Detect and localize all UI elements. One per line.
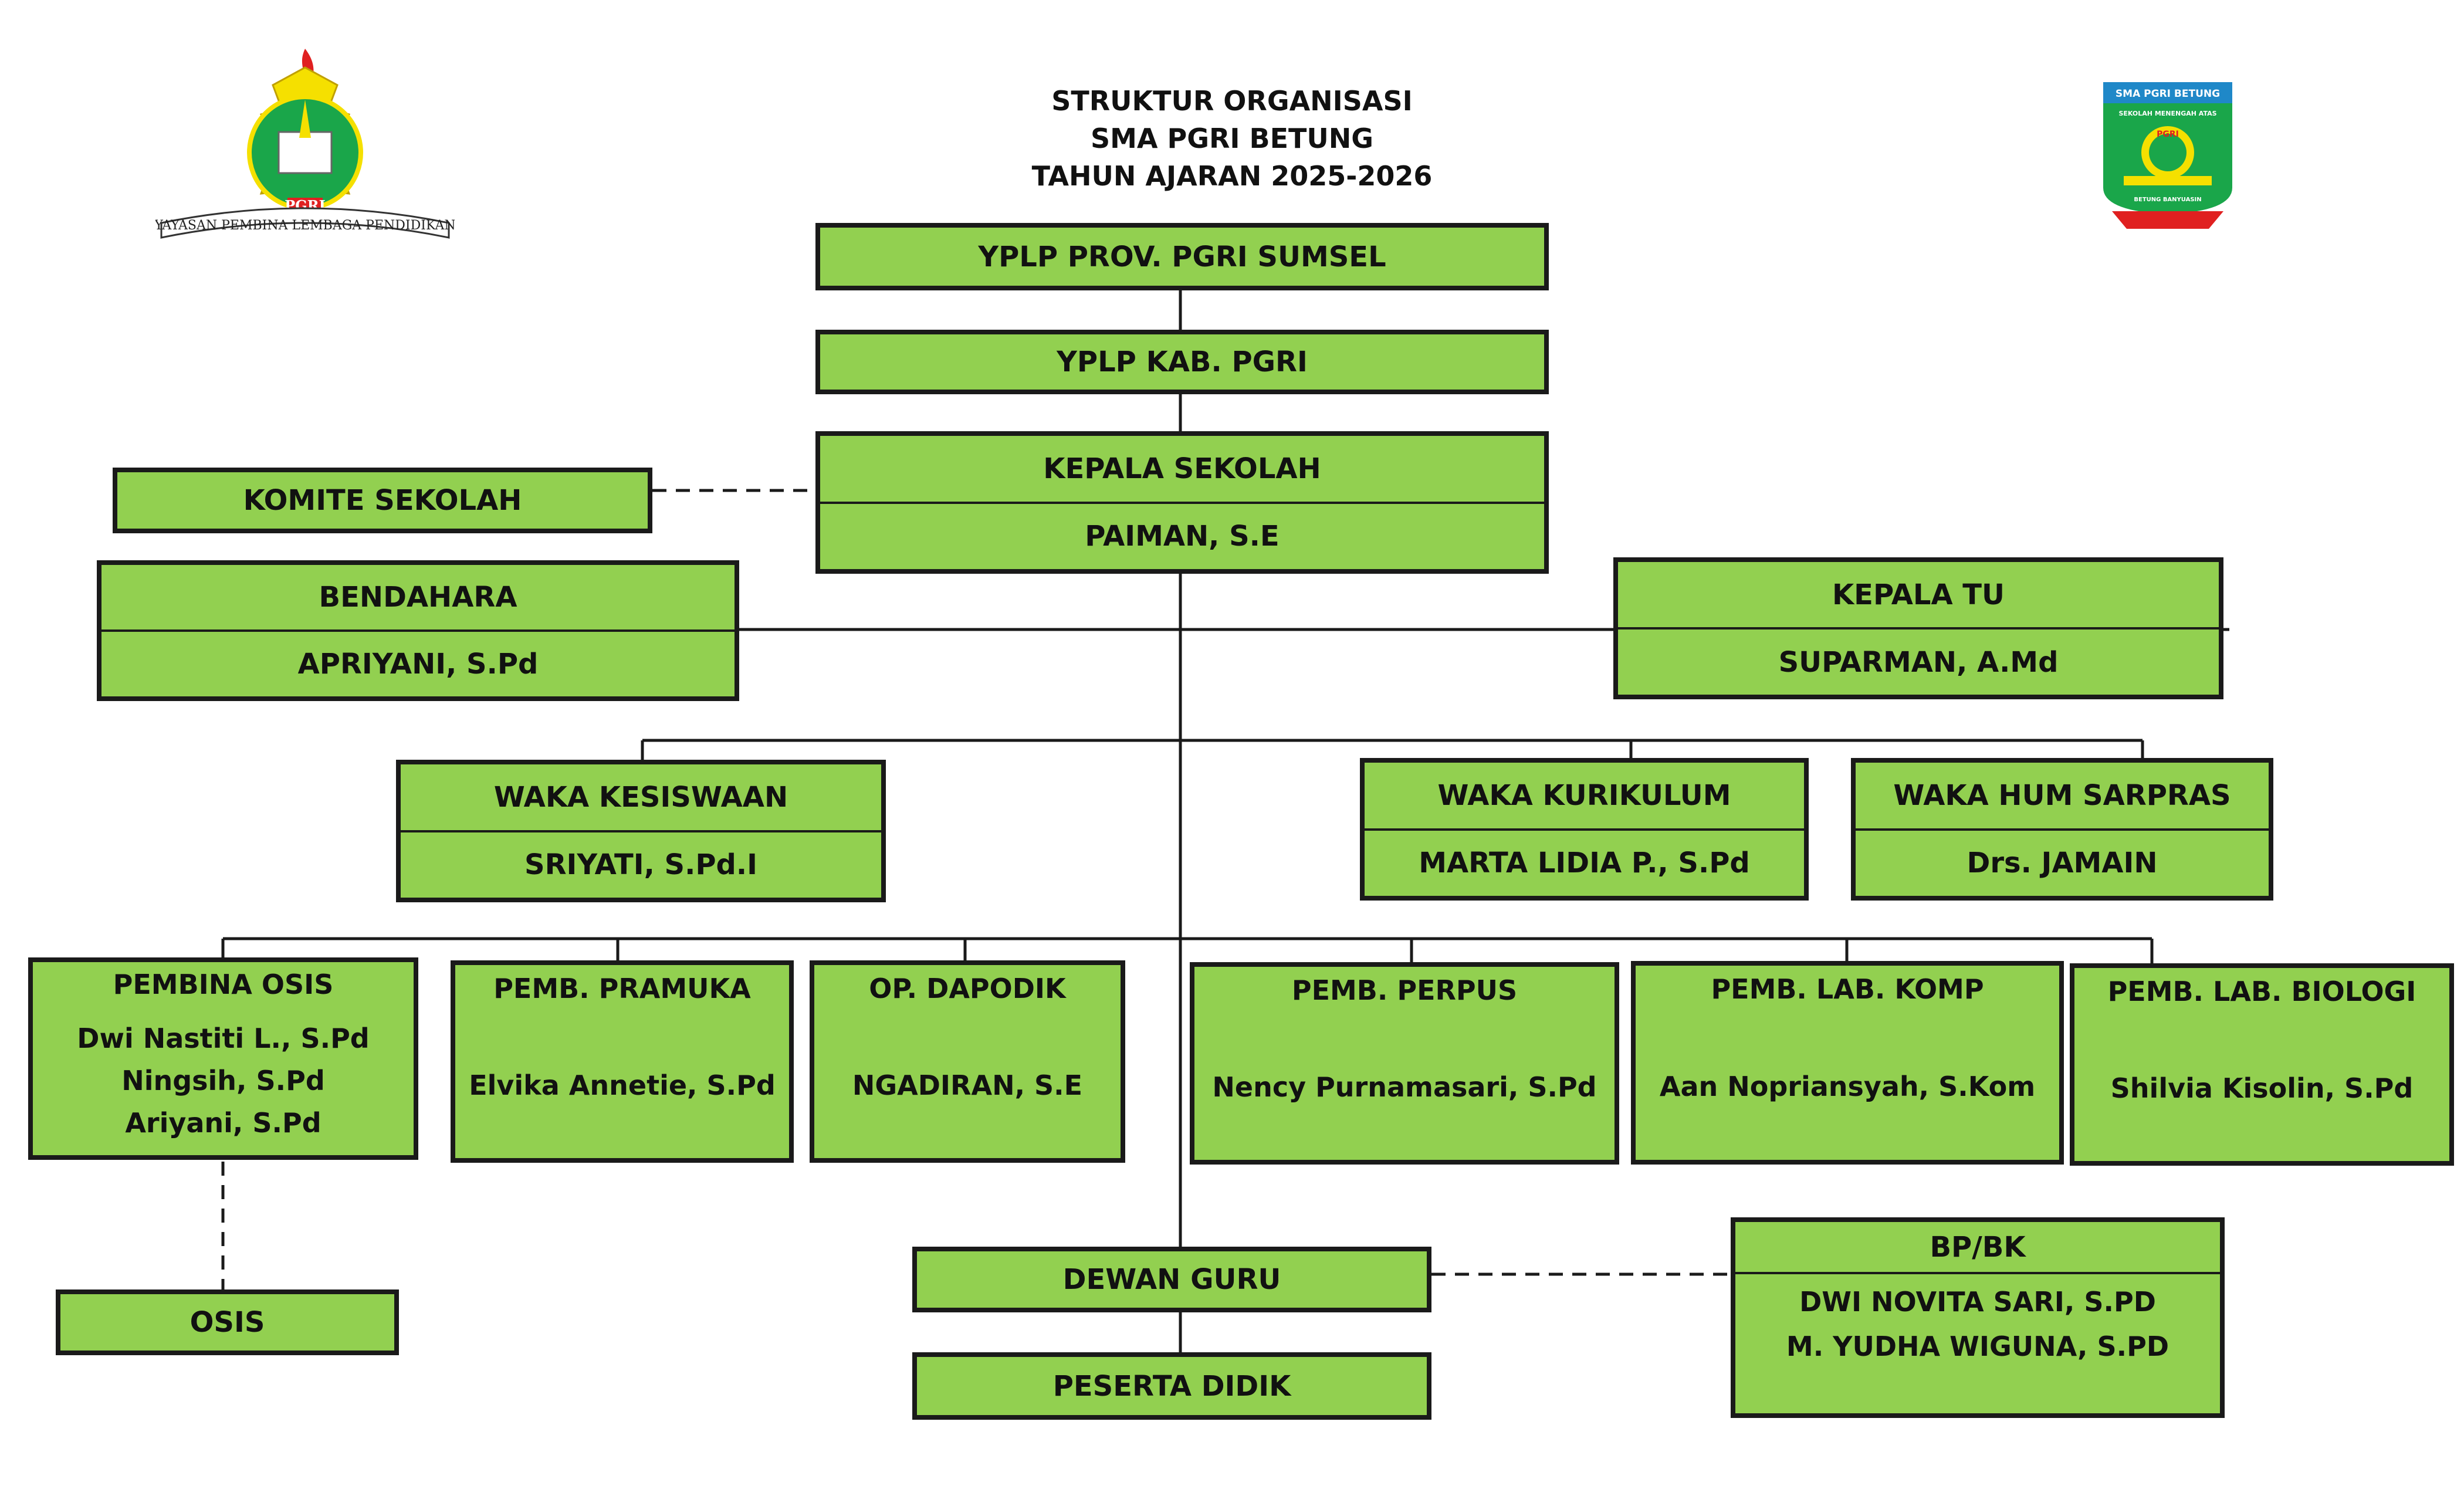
node-yplp-kab-title: YPLP KAB. PGRI	[1057, 346, 1308, 378]
node-kepala-sekolah-title: KEPALA SEKOLAH	[1043, 452, 1321, 485]
pembina-osis-name: Dwi Nastiti L., S.Pd	[77, 1023, 370, 1054]
bpbk-name: M. YUDHA WIGUNA, S.PD	[1786, 1331, 2169, 1362]
node-osis: OSIS	[56, 1289, 399, 1355]
node-komite: KOMITE SEKOLAH	[113, 468, 652, 533]
title-line-1: STRUKTUR ORGANISASI	[1051, 85, 1413, 117]
node-waka-kesiswaan-name: SRIYATI, S.Pd.I	[401, 830, 881, 898]
node-dewan-guru: DEWAN GURU	[912, 1247, 1431, 1312]
node-osis-title: OSIS	[189, 1306, 265, 1339]
node-pembina-osis-title: PEMBINA OSIS	[113, 968, 334, 1000]
node-peserta-didik-title: PESERTA DIDIK	[1052, 1369, 1291, 1403]
node-kepala-tu: KEPALA TU SUPARMAN, A.Md	[1613, 557, 2223, 699]
node-waka-kurikulum-title: WAKA KURIKULUM	[1437, 779, 1731, 812]
node-waka-hum-sarpras: WAKA HUM SARPRAS Drs. JAMAIN	[1851, 758, 2273, 901]
node-kepala-sekolah: KEPALA SEKOLAH PAIMAN, S.E	[815, 431, 1549, 574]
node-waka-hum-sarpras-title: WAKA HUM SARPRAS	[1893, 779, 2231, 812]
right-logo-sub-text: SEKOLAH MENENGAH ATAS	[2118, 110, 2216, 117]
node-waka-hum-sarpras-name: Drs. JAMAIN	[1856, 828, 2269, 896]
node-dapodik-title: OP. DAPODIK	[869, 973, 1066, 1004]
node-yplp-prov-title: YPLP PROV. PGRI SUMSEL	[978, 240, 1386, 273]
node-peserta-didik: PESERTA DIDIK	[912, 1352, 1431, 1420]
right-logo-bottom-text: BETUNG BANYUASIN	[2134, 197, 2201, 203]
node-bendahara-title: BENDAHARA	[319, 581, 517, 614]
node-pembina-lab-komp: PEMB. LAB. KOMP Aan Nopriansyah, S.Kom	[1631, 961, 2064, 1165]
node-pramuka-name: Elvika Annetie, S.Pd	[469, 1069, 776, 1101]
node-pembina-osis: PEMBINA OSIS Dwi Nastiti L., S.Pd Ningsi…	[28, 957, 418, 1160]
node-kepala-tu-title: KEPALA TU	[1832, 578, 2005, 611]
node-bp-bk: BP/BK DWI NOVITA SARI, S.PD M. YUDHA WIG…	[1731, 1217, 2225, 1418]
sma-pgri-betung-shield-icon: SMA PGRI BETUNG SEKOLAH MENENGAH ATAS PG…	[2103, 82, 2232, 229]
node-lab-komp-name: Aan Nopriansyah, S.Kom	[1659, 1070, 2036, 1102]
left-logo-banner-text: YAYASAN PEMBINA LEMBAGA PENDIDIKAN	[155, 218, 455, 233]
node-bendahara-name: APRIYANI, S.Pd	[101, 629, 735, 696]
node-yplp-kab: YPLP KAB. PGRI	[815, 330, 1549, 394]
node-waka-kesiswaan-title: WAKA KESISWAAN	[493, 780, 788, 814]
node-dapodik-name: NGADIRAN, S.E	[852, 1069, 1083, 1101]
right-logo-top-text: SMA PGRI BETUNG	[2116, 88, 2220, 100]
node-kepala-tu-name: SUPARMAN, A.Md	[1618, 627, 2219, 695]
chart-title: STRUKTUR ORGANISASI SMA PGRI BETUNG TAHU…	[939, 82, 1525, 195]
node-bendahara: BENDAHARA APRIYANI, S.Pd	[97, 560, 739, 701]
node-pembina-perpus: PEMB. PERPUS Nency Purnamasari, S.Pd	[1190, 962, 1619, 1165]
node-komite-title: KOMITE SEKOLAH	[243, 484, 522, 517]
title-line-2: SMA PGRI BETUNG	[1090, 123, 1373, 154]
node-pembina-osis-names: Dwi Nastiti L., S.Pd Ningsih, S.Pd Ariya…	[33, 1006, 414, 1155]
node-dewan-guru-title: DEWAN GURU	[1062, 1263, 1281, 1296]
node-perpus-name: Nency Purnamasari, S.Pd	[1212, 1071, 1597, 1103]
node-bpbk-title: BP/BK	[1930, 1230, 2026, 1264]
node-lab-bio-name: Shilvia Kisolin, S.Pd	[2110, 1072, 2414, 1104]
node-pembina-lab-biologi: PEMB. LAB. BIOLOGI Shilvia Kisolin, S.Pd	[2070, 963, 2454, 1166]
title-line-3: TAHUN AJARAN 2025-2026	[1031, 160, 1433, 192]
right-logo-badge-text: PGRI	[2157, 130, 2179, 139]
node-bpbk-names: DWI NOVITA SARI, S.PD M. YUDHA WIGUNA, S…	[1735, 1272, 2220, 1413]
node-lab-bio-title: PEMB. LAB. BIOLOGI	[2107, 976, 2416, 1007]
node-yplp-prov: YPLP PROV. PGRI SUMSEL	[815, 223, 1549, 290]
node-pramuka-title: PEMB. PRAMUKA	[493, 973, 751, 1004]
node-waka-kurikulum-name: MARTA LIDIA P., S.Pd	[1365, 828, 1804, 896]
pembina-osis-name: Ningsih, S.Pd	[121, 1065, 325, 1096]
node-perpus-title: PEMB. PERPUS	[1291, 974, 1518, 1006]
pembina-osis-name: Ariyani, S.Pd	[125, 1107, 321, 1139]
pgri-foundation-logo-icon: PGRI YAYASAN PEMBINA LEMBAGA PENDIDIKAN	[155, 49, 455, 239]
bpbk-name: DWI NOVITA SARI, S.PD	[1799, 1286, 2156, 1318]
node-op-dapodik: OP. DAPODIK NGADIRAN, S.E	[810, 960, 1125, 1163]
node-kepala-sekolah-name: PAIMAN, S.E	[820, 501, 1544, 570]
node-lab-komp-title: PEMB. LAB. KOMP	[1711, 973, 1984, 1005]
node-waka-kesiswaan: WAKA KESISWAAN SRIYATI, S.Pd.I	[396, 760, 886, 902]
node-pembina-pramuka: PEMB. PRAMUKA Elvika Annetie, S.Pd	[451, 960, 794, 1163]
node-waka-kurikulum: WAKA KURIKULUM MARTA LIDIA P., S.Pd	[1360, 758, 1809, 901]
